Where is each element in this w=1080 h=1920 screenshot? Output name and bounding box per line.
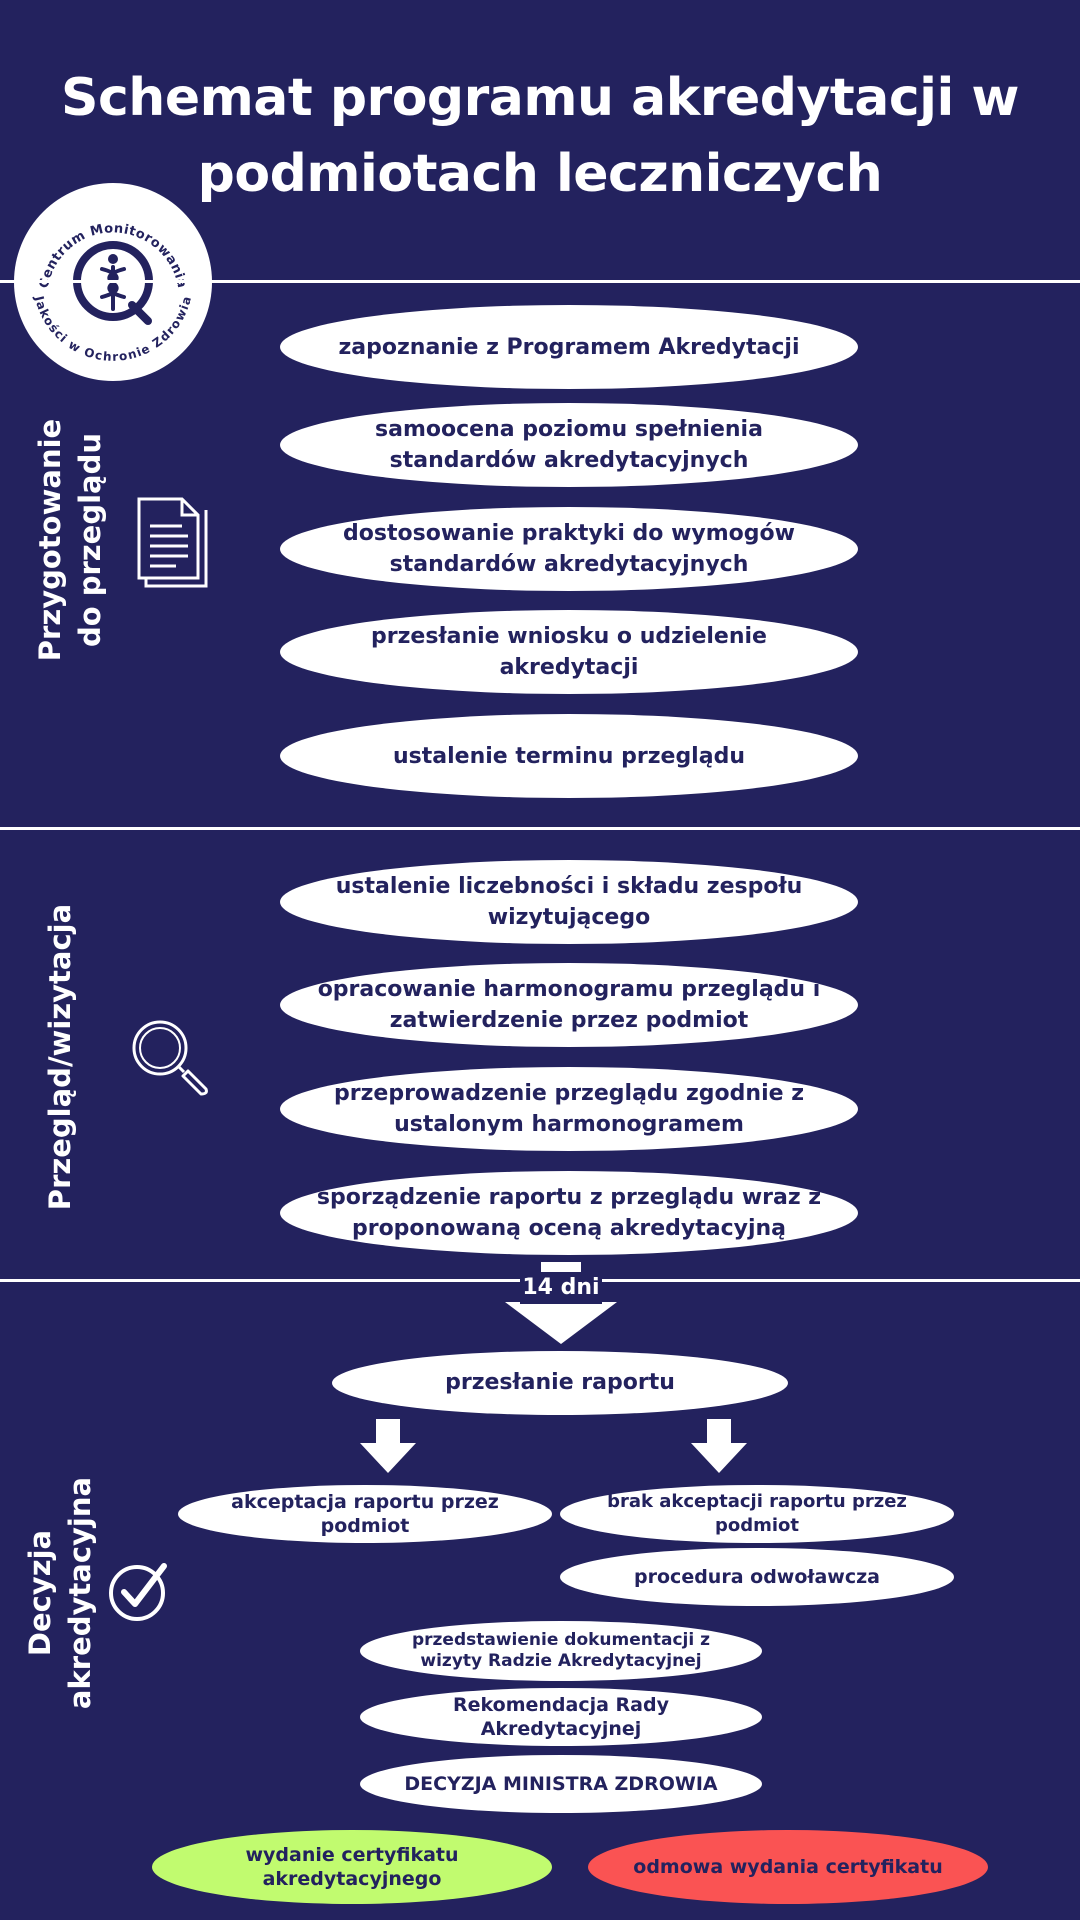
step-set-date: ustalenie terminu przeglądu	[280, 714, 858, 798]
section-label-review: Przegląd/wizytacja	[40, 897, 80, 1217]
outcome-refuse-certificate: odmowa wydania certyfikatu	[588, 1830, 988, 1904]
section-label-text: Przegląd/wizytacja	[43, 903, 77, 1211]
step-minister-decision: DECYZJA MINISTRA ZDROWIA	[360, 1755, 762, 1813]
step-team: ustalenie liczebności i składu zespołu w…	[280, 860, 858, 944]
section-label-text: Przygotowanie do przeglądu	[33, 418, 107, 662]
days-label: 14 dni	[520, 1272, 602, 1304]
arrow-down-icon	[691, 1419, 747, 1473]
step-appeal: procedura odwoławcza	[560, 1548, 954, 1606]
magnifier-icon	[132, 1020, 208, 1096]
logo-emblem: Centrum Monitorowania Jakości w Ochronie…	[32, 221, 194, 364]
divider-top	[0, 280, 1080, 283]
step-adjust-practice: dostosowanie praktyki do wymogów standar…	[280, 507, 858, 591]
step-self-assessment: samoocena poziomu spełnienia standardów …	[280, 403, 858, 487]
section-label-text: Decyzja akredytacyjna	[23, 1476, 97, 1710]
step-accept-report: akceptacja raportu przez podmiot	[178, 1485, 552, 1543]
step-send-application: przesłanie wniosku o udzielenie akredyta…	[280, 610, 858, 694]
step-recommendation: Rekomendacja Rady Akredytacyjnej	[360, 1688, 762, 1746]
step-send-report: przesłanie raportu	[332, 1351, 788, 1415]
step-report: sporządzenie raportu z przeglądu wraz z …	[280, 1171, 858, 1255]
page-title: Schemat programu akredytacji w podmiotac…	[61, 68, 1019, 204]
step-schedule: opracowanie harmonogramu przeglądu i zat…	[280, 963, 858, 1047]
outcome-issue-certificate: wydanie certyfikatu akredytacyjnego	[152, 1830, 552, 1904]
divider-middle	[0, 827, 1080, 830]
document-icon	[137, 497, 208, 588]
section-label-decision: Decyzja akredytacyjna	[20, 1473, 100, 1713]
section-label-preparation: Przygotowanie do przeglądu	[30, 410, 110, 670]
check-icon	[109, 1563, 167, 1621]
arrow-down-icon	[360, 1419, 416, 1473]
step-conduct-review: przeprowadzenie przeglądu zgodnie z usta…	[280, 1067, 858, 1151]
step-reject-report: brak akceptacji raportu przez podmiot	[560, 1485, 954, 1543]
step-intro: zapoznanie z Programem Akredytacji	[280, 305, 858, 389]
step-present-docs: przedstawienie dokumentacji z wizyty Rad…	[360, 1621, 762, 1681]
